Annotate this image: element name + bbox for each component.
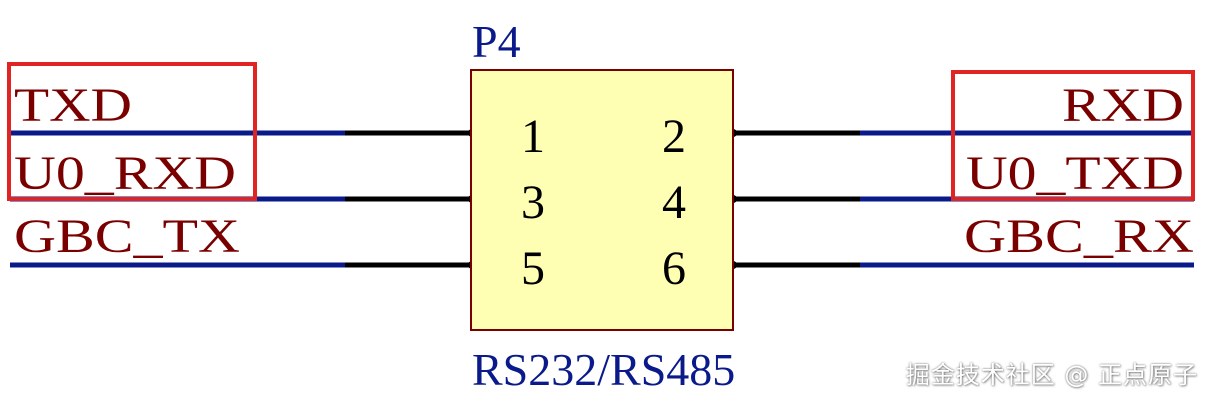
pin-number-1: 1 [521, 110, 545, 163]
net-label-gbc-rx: GBC_RX [964, 210, 1194, 263]
component-comment: RS232/RS485 [472, 344, 735, 395]
net-label-gbc-tx: GBC_TX [14, 210, 240, 263]
pin-number-6: 6 [662, 242, 686, 295]
component-designator: P4 [472, 16, 521, 67]
highlight-box-left [7, 62, 257, 201]
net-label-rxd: RXD [1062, 79, 1184, 132]
pin-number-5: 5 [521, 242, 545, 295]
pin-number-3: 3 [521, 176, 545, 229]
net-label-txd: TXD [14, 79, 132, 132]
highlight-box-right [951, 70, 1195, 201]
connector-body[interactable] [470, 69, 734, 331]
pin-number-4: 4 [662, 176, 686, 229]
pin-number-2: 2 [662, 110, 686, 163]
net-label-u0-txd: U0_TXD [966, 147, 1184, 200]
net-label-u0-rxd: U0_RXD [14, 147, 236, 200]
watermark: 掘金技术社区 @ 正点原子 [905, 361, 1198, 389]
